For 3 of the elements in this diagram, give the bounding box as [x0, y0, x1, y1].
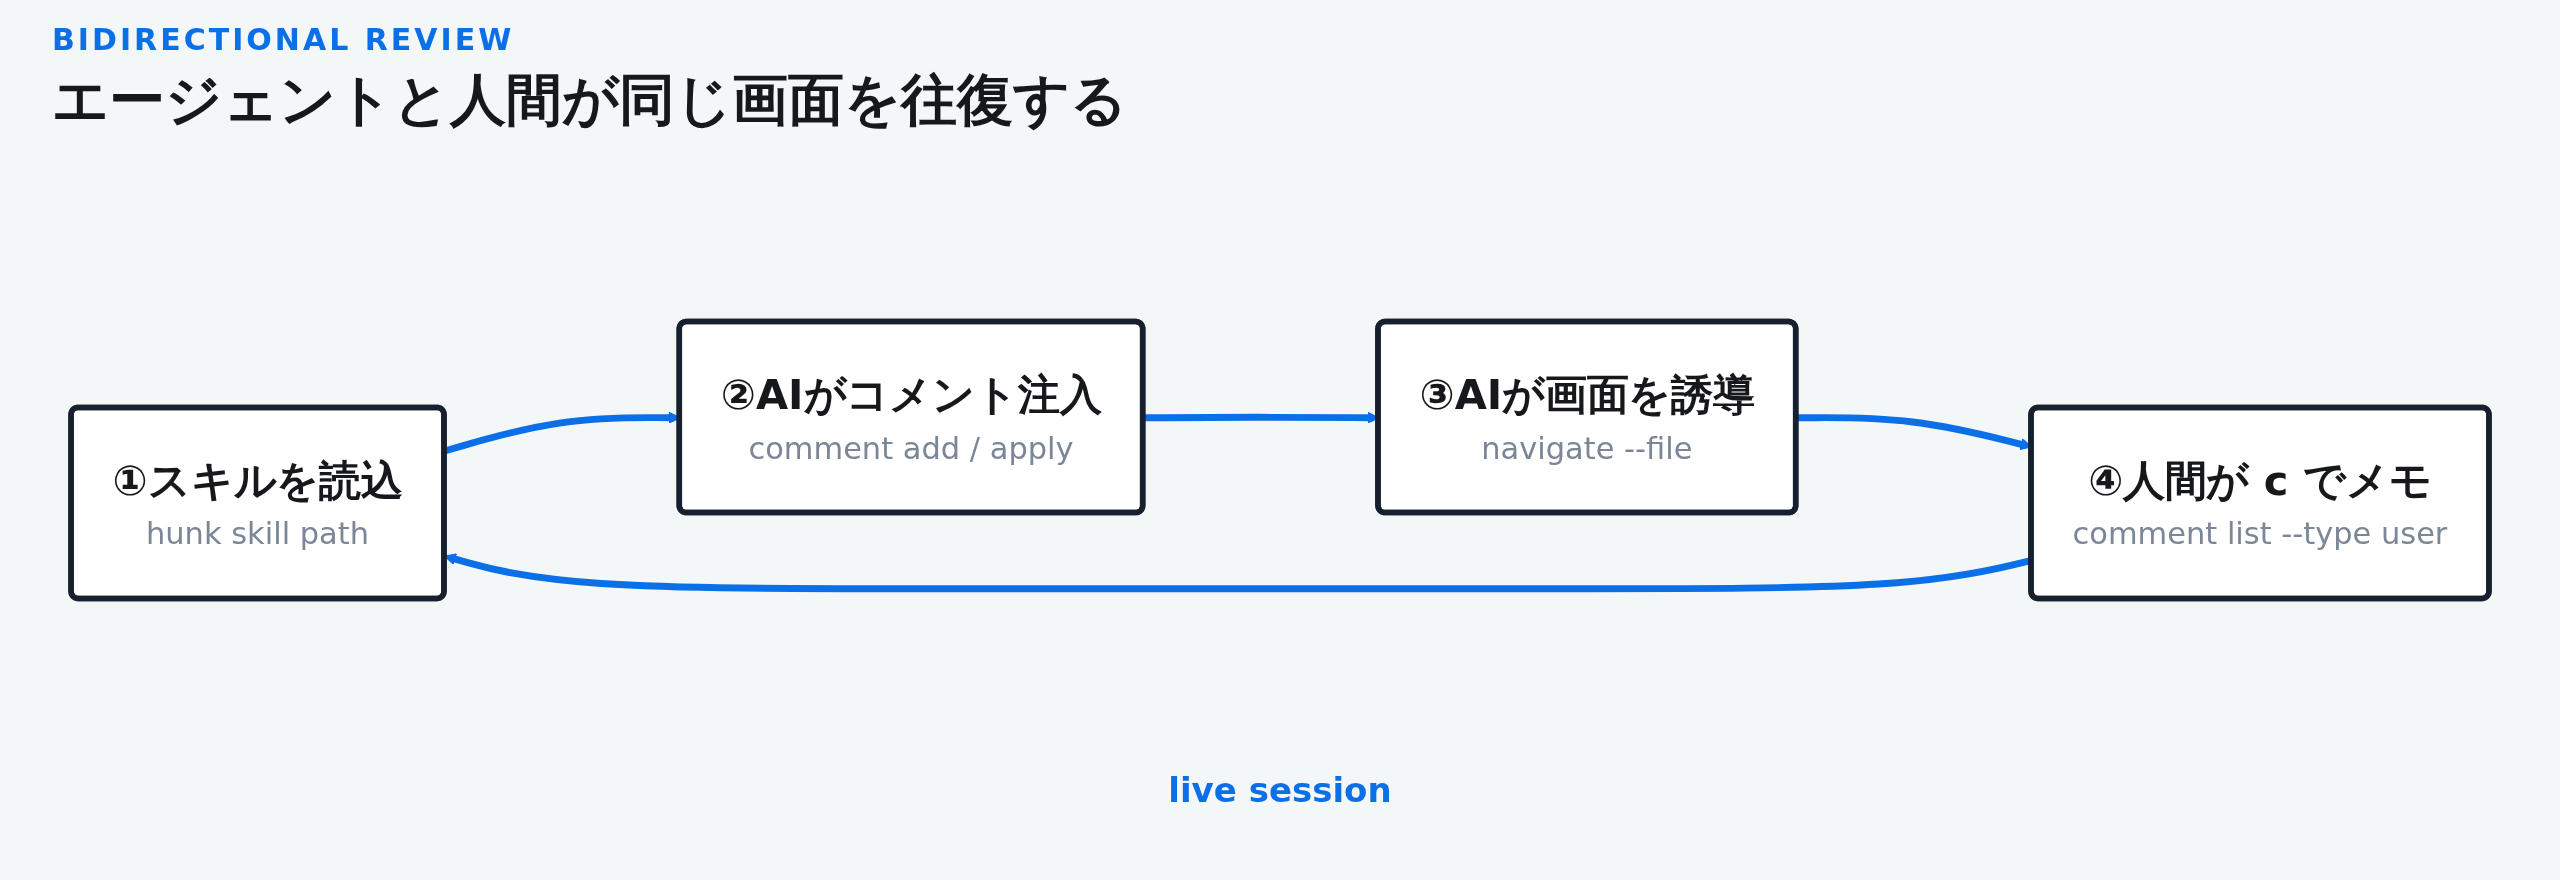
center-label: live session	[1168, 770, 1392, 810]
title: エージェントと人間が同じ画面を往復する	[52, 66, 1127, 134]
kicker-text: BIDIRECTIONAL REVIEW	[52, 22, 515, 57]
